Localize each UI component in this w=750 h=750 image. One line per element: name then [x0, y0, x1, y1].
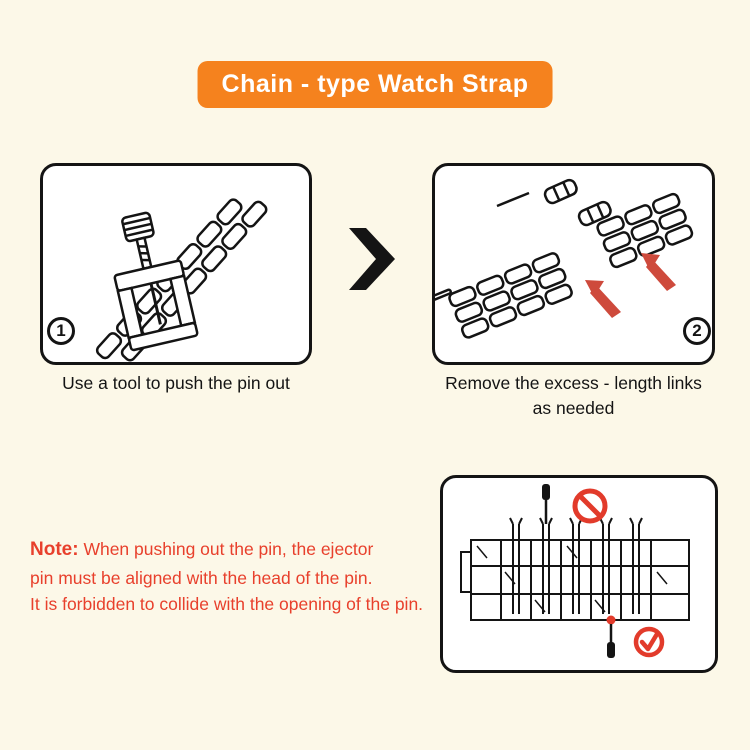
band-segment-right	[596, 192, 694, 269]
note: Note: When pushing out the pin, the ejec…	[30, 536, 500, 617]
step2-panel	[432, 163, 715, 365]
step-number-1: 1	[47, 317, 75, 345]
title-banner: Chain - type Watch Strap	[197, 61, 553, 108]
red-arrow-1	[585, 280, 621, 318]
note-line-1: When pushing out the pin, the ejector	[83, 539, 374, 559]
page-title: Chain - type Watch Strap	[221, 70, 529, 98]
top-ejector-pin	[542, 484, 550, 524]
loose-pin	[496, 191, 530, 208]
protruding-pin	[435, 288, 452, 302]
link-remover-tool	[113, 211, 199, 352]
step1-caption: Use a tool to push the pin out	[62, 373, 290, 393]
cotter-pins	[509, 517, 643, 614]
step1-panel	[40, 163, 312, 365]
step-number-2: 2	[683, 317, 711, 345]
pin-alignment-illustration	[460, 484, 690, 658]
tool-bottom-bar	[127, 321, 199, 352]
check-icon	[633, 626, 665, 658]
red-arrow-2	[641, 253, 676, 291]
prohibition-icon	[572, 488, 608, 524]
ejector-pin	[149, 283, 162, 325]
band-cross-section	[460, 539, 690, 621]
step2-caption: Remove the excess - length links as need…	[445, 373, 702, 418]
step-number-2-label: 2	[692, 321, 702, 340]
note-label: Note:	[30, 539, 79, 560]
loose-link-2	[577, 200, 612, 227]
note-line-3: It is forbidden to collide with the open…	[30, 593, 424, 614]
step-number-1-label: 1	[56, 321, 66, 340]
tool-top-bar	[113, 259, 185, 292]
bottom-ejector-pin	[606, 615, 616, 658]
band-segment-left	[435, 252, 573, 339]
loose-link-1	[543, 178, 578, 205]
note-line-2: pin must be aligned with the head of the…	[30, 567, 373, 588]
step2-illustration	[435, 178, 694, 339]
step1-illustration	[95, 198, 268, 362]
next-step-arrow-icon	[349, 228, 395, 290]
pin-alignment-panel	[440, 475, 718, 673]
